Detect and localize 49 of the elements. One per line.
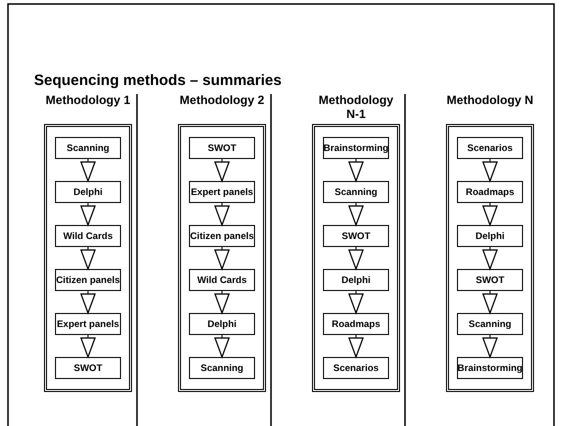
method-box: Citizen panels: [189, 225, 255, 247]
arrow: [80, 290, 96, 314]
method-box: Brainstorming: [323, 137, 389, 159]
arrow: [214, 158, 230, 182]
method-box: Wild Cards: [189, 269, 255, 291]
column-heading: Methodology 1: [44, 93, 132, 107]
method-box: SWOT: [323, 225, 389, 247]
method-box: Scanning: [189, 357, 255, 379]
method-box: Roadmaps: [323, 313, 389, 335]
arrow: [482, 202, 498, 226]
method-box: Delphi: [55, 181, 121, 203]
arrow: [348, 290, 364, 314]
title: Sequencing methods – summaries: [34, 72, 282, 89]
arrow: [80, 202, 96, 226]
method-box: Scanning: [457, 313, 523, 335]
arrow: [482, 334, 498, 358]
method-box: Brainstorming: [457, 357, 523, 379]
arrow: [482, 290, 498, 314]
arrow: [214, 202, 230, 226]
arrow: [80, 158, 96, 182]
arrow: [348, 334, 364, 358]
arrow: [482, 158, 498, 182]
method-box: Delphi: [323, 269, 389, 291]
method-box: Scenarios: [323, 357, 389, 379]
column-heading: Methodology N-1: [318, 93, 394, 121]
method-box: Expert panels: [55, 313, 121, 335]
method-box: Citizen panels: [55, 269, 121, 291]
method-box: SWOT: [189, 137, 255, 159]
arrow: [348, 246, 364, 270]
arrow: [80, 334, 96, 358]
arrow: [348, 202, 364, 226]
method-box: Roadmaps: [457, 181, 523, 203]
method-box: SWOT: [55, 357, 121, 379]
method-box: Wild Cards: [55, 225, 121, 247]
column-heading: Methodology 2: [178, 93, 266, 107]
arrow: [214, 334, 230, 358]
method-box: Scanning: [55, 137, 121, 159]
method-box: Expert panels: [189, 181, 255, 203]
arrow: [214, 246, 230, 270]
method-box: Delphi: [457, 225, 523, 247]
method-box: SWOT: [457, 269, 523, 291]
method-box: Scanning: [323, 181, 389, 203]
arrow: [482, 246, 498, 270]
method-box: Scenarios: [457, 137, 523, 159]
arrow: [348, 158, 364, 182]
arrow: [80, 246, 96, 270]
arrow: [214, 290, 230, 314]
column-heading: Methodology N: [446, 93, 534, 107]
method-box: Delphi: [189, 313, 255, 335]
